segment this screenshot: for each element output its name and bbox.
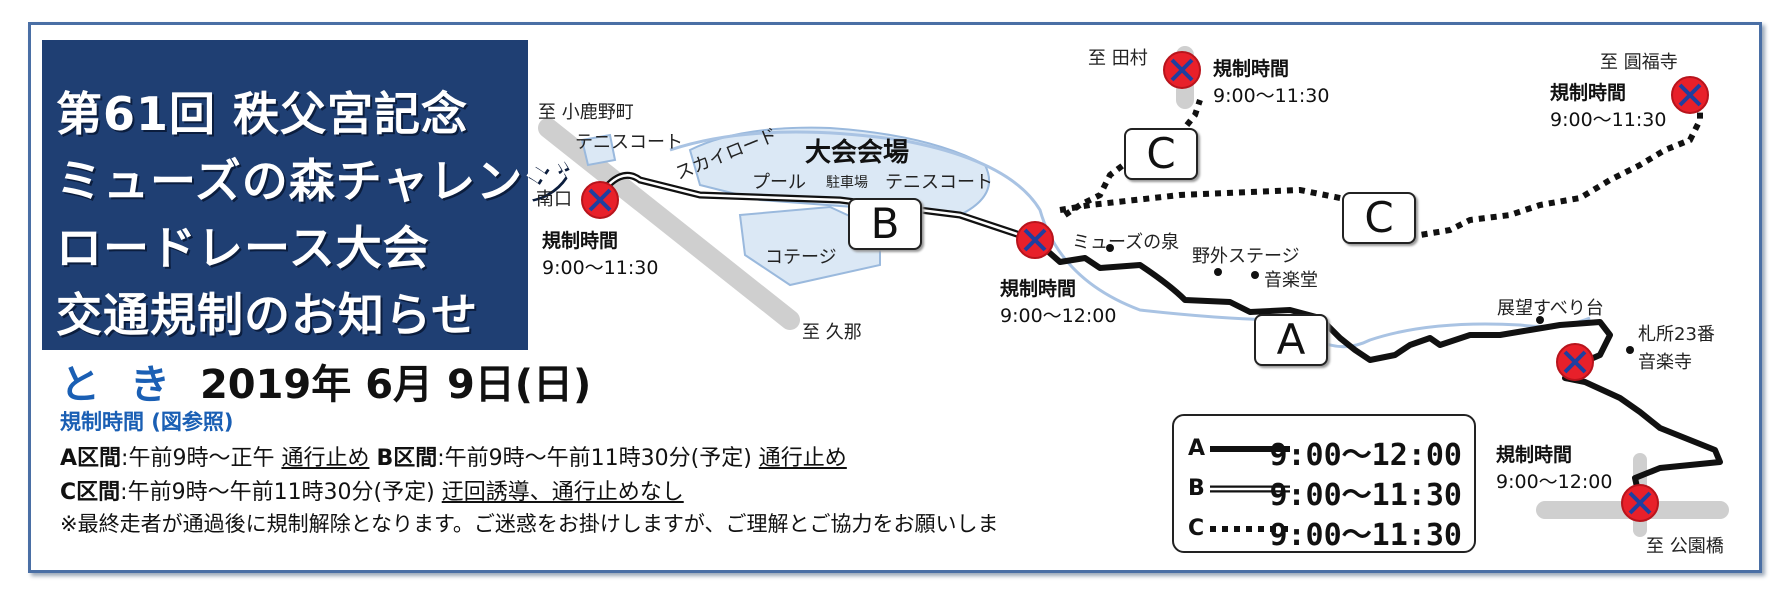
title-line-1: 第61回 秩父宮記念 — [56, 87, 469, 141]
place-muse-izumi: ミューズの泉 — [1072, 232, 1180, 253]
section-box-c-north: C — [1124, 128, 1198, 180]
stop-markers — [581, 51, 1709, 522]
event-date: と き 2019年 6月 9日(日) — [60, 352, 591, 410]
stop-marker-minamiguchi — [581, 181, 619, 219]
place-tennis-1: テニスコート — [575, 132, 683, 153]
title-panel: 第61回 秩父宮記念 ミューズの森チャレンジ ロードレース大会 交通規制のお知ら… — [42, 40, 569, 350]
place-enpukuji: 至 圓福寺 — [1600, 52, 1678, 73]
stop-marker-enpukuji — [1671, 76, 1709, 114]
place-ongakudo: 音楽堂 — [1264, 270, 1318, 291]
section-a-text: :午前9時～正午 — [121, 446, 282, 471]
info-line-1: A区間:午前9時～正午 通行止め B区間:午前9時～午前11時30分(予定) 通… — [60, 440, 847, 472]
route-c-north — [1063, 99, 1203, 218]
title-line-3: ロードレース大会 — [56, 221, 430, 275]
place-parking: 駐車場 — [826, 175, 868, 191]
legend-row-b: B 9:00～11:30 — [1188, 476, 1462, 513]
section-box-b: B — [848, 198, 922, 250]
venue-area — [688, 126, 990, 217]
title-line-2: ミューズの森チャレンジ — [56, 154, 571, 208]
section-a-label: A区間 — [60, 446, 122, 471]
place-venue: 大会会場 — [805, 138, 910, 168]
place-ongakuji: 音楽寺 — [1638, 352, 1692, 373]
river — [669, 130, 1591, 349]
restriction-heading: 規制時間 (図参照) — [60, 410, 234, 434]
place-pool: プール — [752, 172, 806, 193]
place-tenbo: 展望すべり台 — [1497, 298, 1604, 319]
date-label: と き — [60, 362, 178, 408]
legend-line-dotted — [1210, 526, 1290, 532]
stop-marker-tamura — [1163, 51, 1201, 89]
section-box-c-east: C — [1342, 192, 1416, 244]
tennis-area-1 — [580, 133, 617, 167]
route-legend: A 9:00～12:00 B 9:00～11:30 C 9:00～11:30 — [1172, 414, 1476, 553]
cottage-area — [738, 205, 881, 287]
section-box-a: A — [1254, 314, 1328, 366]
section-a-closure: 通行止め — [281, 446, 370, 471]
info-line-2: C区間:午前9時～午前11時30分(予定) 迂回誘導、通行止めなし — [60, 474, 684, 506]
place-tennis-2: テニスコート — [885, 172, 993, 193]
stop-marker-venue-east — [1016, 221, 1054, 259]
stop-marker-fudasho — [1556, 343, 1594, 381]
route-c-west — [1059, 89, 1703, 238]
legend-line-solid — [1210, 446, 1290, 452]
route-a — [1033, 237, 1723, 501]
place-fudasho: 札所23番 — [1638, 324, 1715, 345]
place-kuna: 至 久那 — [802, 322, 862, 343]
section-b-closure: 通行止め — [758, 446, 847, 471]
legend-line-double — [1210, 485, 1290, 493]
section-b-label: B区間 — [376, 446, 438, 471]
place-cottage: コテージ — [765, 247, 837, 268]
place-koshikano: 至 小鹿野町 — [538, 102, 634, 123]
section-c-detour: 迂回誘導、通行止めなし — [441, 480, 684, 505]
place-minamiguchi: 南口 — [536, 189, 572, 210]
title-line-4: 交通規制のお知らせ — [56, 288, 479, 342]
section-b-text: :午前9時～午前11時30分(予定) — [437, 446, 759, 471]
section-c-text: :午前9時～午前11時30分(予定) — [120, 480, 442, 505]
stop-marker-koenbashi — [1621, 484, 1659, 522]
info-line-3: ※最終走者が通過後に規制解除となります。ご迷惑をお掛けしますが、ご理解とご協力を… — [60, 512, 999, 536]
section-c-label: C区間 — [60, 480, 121, 505]
date-value: 2019年 6月 9日(日) — [199, 362, 592, 408]
legend-row-c: C 9:00～11:30 — [1188, 516, 1462, 553]
place-koenbashi: 至 公園橋 — [1646, 536, 1724, 557]
legend-row-a: A 9:00～12:00 — [1188, 436, 1462, 473]
place-yagai-stage: 野外ステージ — [1192, 246, 1300, 267]
place-tamura: 至 田村 — [1088, 48, 1148, 69]
